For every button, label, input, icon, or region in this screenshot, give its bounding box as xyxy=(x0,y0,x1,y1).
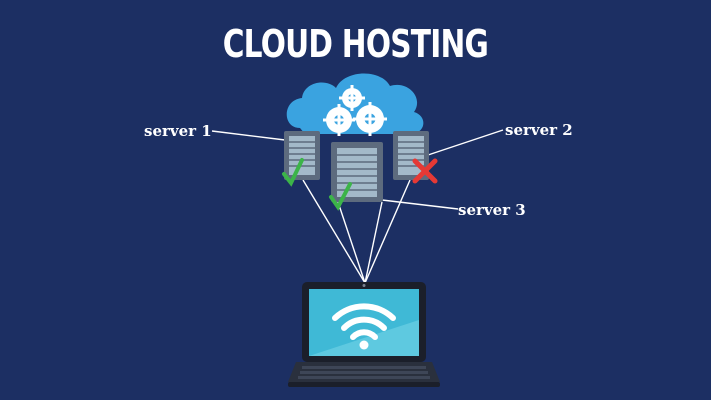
diagram-title: CLOUD HOSTING xyxy=(222,22,489,66)
link-server-1 xyxy=(302,179,366,284)
server-1-label: server 1 xyxy=(144,122,212,140)
server-3-label: server 3 xyxy=(458,201,526,219)
connector-lines xyxy=(211,129,504,284)
server-1-label-line xyxy=(211,130,286,141)
wifi-icon xyxy=(332,303,396,340)
server-2-label: server 2 xyxy=(505,121,573,139)
wifi-dot xyxy=(359,340,369,350)
link-server-3a xyxy=(337,201,366,284)
server-3-label-line xyxy=(381,199,459,210)
link-server-3b xyxy=(364,201,383,284)
server-1-icon xyxy=(284,131,320,180)
server-2-label-line xyxy=(427,129,504,156)
server-3-check-icon xyxy=(329,182,352,211)
gear-teeth xyxy=(323,85,387,136)
server-1-check-icon xyxy=(282,158,304,187)
server-3-icon xyxy=(331,142,383,202)
server-2-cross-icon xyxy=(412,158,438,184)
link-server-2 xyxy=(364,179,411,284)
